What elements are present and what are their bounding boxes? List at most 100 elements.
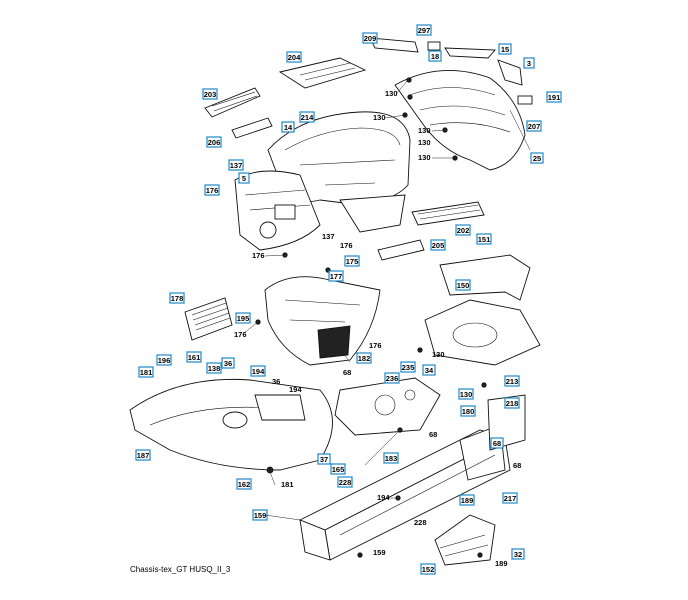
callout-175: 175 (344, 255, 360, 267)
callout-label: 194 (252, 367, 265, 376)
hood-assembly (267, 111, 411, 233)
callout-label: 25 (533, 154, 541, 163)
callout-181: 181 (138, 366, 154, 378)
callout-label: 204 (288, 53, 301, 62)
plain-callout: 194 (377, 493, 390, 502)
mount-plate-34 (334, 377, 441, 436)
callout-label: 235 (402, 363, 415, 372)
callout-18: 18 (428, 50, 442, 62)
callout-label: 180 (462, 407, 475, 416)
callout-label: 213 (506, 377, 519, 386)
callout-159: 159 (252, 509, 268, 521)
plate-178 (184, 297, 233, 341)
plain-callout: 130 (373, 113, 386, 122)
callout-218: 218 (504, 397, 520, 409)
callout-36: 36 (221, 357, 235, 369)
callout-label: 178 (171, 294, 184, 303)
callout-194: 194 (250, 365, 266, 377)
plain-callout: 176 (340, 241, 353, 250)
footrest-150 (424, 299, 541, 366)
callout-217: 217 (502, 492, 518, 504)
plain-callout: 68 (513, 461, 521, 470)
callout-180: 180 (460, 405, 476, 417)
plain-callout: 130 (418, 126, 431, 135)
callout-label: 150 (457, 281, 470, 290)
callout-162: 162 (236, 478, 252, 490)
callout-25: 25 (530, 152, 544, 164)
grille-202 (411, 201, 485, 226)
plain-callout: 130 (385, 89, 398, 98)
callout-label: 207 (528, 122, 541, 131)
callout-195: 195 (235, 312, 251, 324)
frame (298, 424, 511, 561)
callout-206: 206 (206, 136, 222, 148)
callout-137: 137 (228, 159, 244, 171)
plain-callout: 130 (418, 138, 431, 147)
callout-207: 207 (526, 120, 542, 132)
callout-label: 175 (346, 257, 359, 266)
front-housing (369, 37, 533, 171)
callout-label: 36 (224, 359, 232, 368)
fender (129, 378, 333, 471)
callout-label: 189 (461, 496, 474, 505)
callout-label: 177 (330, 272, 343, 281)
callout-34: 34 (422, 364, 436, 376)
callout-label: 206 (208, 138, 221, 147)
plain-callout: 68 (343, 368, 351, 377)
callout-label: 218 (506, 399, 519, 408)
callout-202: 202 (455, 224, 471, 236)
callout-203: 203 (202, 88, 218, 100)
callout-label: 138 (208, 364, 221, 373)
callout-161: 161 (186, 351, 202, 363)
diagram-caption: Chassis-tex_GT HUSQ_II_3 (130, 565, 231, 574)
callout-177: 177 (328, 270, 344, 282)
callout-37: 37 (317, 453, 331, 465)
callout-label: 68 (493, 439, 501, 448)
callout-3: 3 (523, 57, 535, 69)
callout-label: 203 (204, 90, 217, 99)
plain-callout: 181 (281, 480, 294, 489)
callout-label: 32 (514, 550, 522, 559)
callout-178: 178 (169, 292, 185, 304)
callout-label: 181 (140, 368, 153, 377)
callout-152: 152 (420, 563, 436, 575)
callout-label: 162 (238, 480, 251, 489)
callout-204: 204 (286, 51, 302, 63)
callout-196: 196 (156, 354, 172, 366)
plain-callout: 176 (252, 251, 265, 260)
callout-214: 214 (299, 111, 315, 123)
callout-label: 165 (332, 465, 345, 474)
plain-callout: 137 (322, 232, 335, 241)
callout-14: 14 (281, 121, 295, 133)
callout-176: 176 (204, 184, 220, 196)
callout-235: 235 (400, 361, 416, 373)
callout-label: 195 (237, 314, 250, 323)
callout-label: 228 (339, 478, 352, 487)
plain-callout: 130 (432, 350, 445, 359)
callout-15: 15 (498, 43, 512, 55)
callout-236: 236 (384, 372, 400, 384)
plain-callouts: 130 130 130 130 130 176 176 137 176 176 … (234, 89, 521, 568)
steering-tower (264, 276, 381, 366)
callout-label: 205 (432, 241, 445, 250)
callout-label: 161 (188, 353, 201, 362)
plain-callout: 176 (369, 341, 382, 350)
callout-68: 68 (490, 437, 504, 449)
callout-151: 151 (476, 233, 492, 245)
callout-label: 183 (385, 454, 398, 463)
callout-189: 189 (459, 494, 475, 506)
callout-label: 18 (431, 52, 439, 61)
seat-bracket-152 (434, 514, 496, 566)
callout-label: 214 (301, 113, 314, 122)
callout-label: 15 (501, 45, 509, 54)
callout-228: 228 (337, 476, 353, 488)
callout-label: 176 (206, 186, 219, 195)
callout-label: 159 (254, 511, 267, 520)
plain-callout: 159 (373, 548, 386, 557)
footrest-151 (439, 254, 531, 301)
callout-5: 5 (238, 172, 250, 184)
callout-165: 165 (330, 463, 346, 475)
callout-label: 137 (230, 161, 243, 170)
callout-150: 150 (455, 279, 471, 291)
